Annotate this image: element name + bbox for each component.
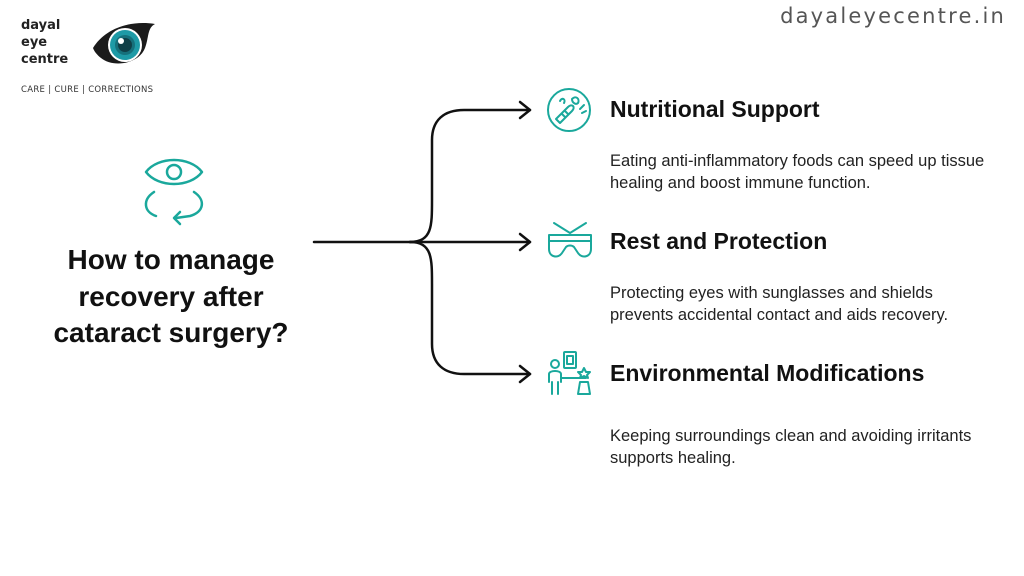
website-url: dayaleyecentre.in [780, 4, 1006, 28]
healthy-food-icon [547, 88, 591, 132]
logo-eye-icon [93, 23, 155, 64]
central-question: How to manage recovery after cataract su… [53, 244, 289, 348]
brand-name-line-1: dayal [21, 18, 61, 33]
brand-name-line-2: eye [21, 35, 48, 50]
branch-description-1: Eating anti-inflammatory foods can speed… [610, 152, 985, 192]
protective-glasses-icon [548, 222, 592, 258]
brand-tagline: CARE | CURE | CORRECTIONS [21, 85, 154, 95]
branch-description-2: Protecting eyes with sunglasses and shie… [610, 284, 949, 324]
branch-description-3: Keeping surroundings clean and avoiding … [610, 427, 972, 467]
brand-name: dayal eye centre [21, 17, 68, 68]
branch-title-1: Nutritional Support [610, 96, 820, 122]
brand-name-line-3: centre [21, 52, 69, 67]
eye-rotation-icon [144, 158, 204, 226]
branch-title-3: Environmental Modifications [610, 360, 925, 386]
environment-icon [548, 351, 591, 395]
branch-title-2: Rest and Protection [610, 228, 828, 254]
